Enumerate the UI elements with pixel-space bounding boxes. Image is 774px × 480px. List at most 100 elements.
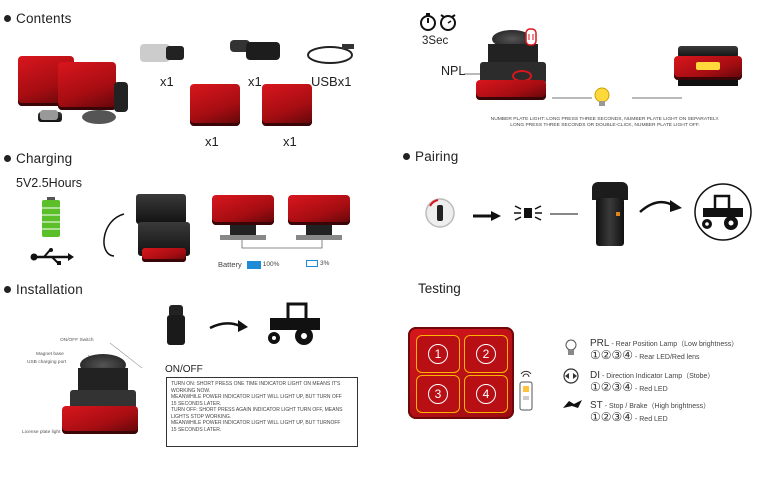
- callout-plate-light: License plate light: [22, 430, 61, 435]
- prl-bulb-icon: [564, 338, 578, 363]
- battery-full-icon: [246, 260, 261, 269]
- mode-row-prl: PRL - Rear Position Lamp（Low brightness）: [590, 333, 738, 351]
- arrow-right-icon: [473, 208, 501, 226]
- press-finger-icon: [524, 28, 538, 48]
- st-brake-icon: [562, 398, 584, 417]
- callout-onoff: ON/OFF Switch: [60, 338, 94, 343]
- battery-status-full: Battery 100%: [218, 260, 279, 269]
- contents-qty-5: x1: [283, 134, 297, 149]
- lamp-photo-left: [190, 84, 240, 126]
- connector-lines: [241, 240, 323, 249]
- di-indicator-icon: [562, 368, 580, 389]
- mode-note: （High brightness）: [647, 403, 711, 410]
- mode-row-di: DI - Direction Indicator Lamp（Stobe）: [590, 365, 714, 383]
- battery-low-icon: [306, 260, 318, 267]
- mode-seq-desc: - Rear LED/Red lens: [633, 354, 700, 361]
- npl-desc-line-1: NUMBER PLATE LIGHT: LONG PRESS THREE SEC…: [490, 117, 720, 122]
- timer-label: 3Sec: [422, 35, 449, 47]
- mode-seq-st: ①②③④ - Red LED: [590, 408, 668, 426]
- kit-photo: [18, 52, 138, 132]
- onoff-title: ON/OFF: [165, 364, 203, 375]
- mode-name: - Stop / Brake: [602, 403, 648, 410]
- receiver-photo: [226, 34, 282, 66]
- pad-number: 1: [428, 344, 448, 364]
- battery-low-pct: 3%: [320, 260, 330, 267]
- npl-connector-line: [552, 97, 682, 99]
- pad-number: 2: [476, 344, 496, 364]
- charging-photo: [96, 192, 196, 272]
- test-lamp-pad: 1 2 3 4: [408, 327, 514, 419]
- onoff-line: MEANWHILE POWER INDICATOR LIGHT WILL LIG…: [171, 394, 342, 400]
- battery-icon: [42, 197, 60, 237]
- mode-note: （Low brightness）: [677, 341, 739, 348]
- onoff-instructions: TURN ON: SHORT PRESS ONE TIME INDICATOR …: [166, 377, 358, 447]
- installation-lamp-photo: [60, 354, 142, 440]
- onoff-line: LIGHTS STOP WORKING.: [171, 413, 232, 420]
- onoff-line: TURN OFF: SHORT PRESS AGAIN INDICATOR LI…: [171, 407, 343, 413]
- battery-full-lamp: [212, 195, 282, 245]
- mode-code: DI: [590, 370, 600, 381]
- npl-desc-line-2: LONG PRESS THREE SECONDS OR DOUBLE-CLICK…: [510, 123, 700, 128]
- mode-seq-desc: - Red LED: [633, 386, 668, 393]
- tractor-icon: [264, 302, 324, 351]
- mode-seq-desc: - Red LED: [633, 416, 668, 423]
- mode-seq: ①②③④: [590, 348, 634, 362]
- curved-arrow-icon: [638, 196, 682, 221]
- onoff-line: MEANWHILE POWER INDICATOR LIGHT WILL LIG…: [171, 420, 341, 426]
- pad-segment-4: 4: [464, 375, 508, 413]
- mode-row-st: ST - Stop / Brake（High brightness）: [590, 395, 710, 413]
- mode-name: - Rear Position Lamp: [609, 341, 678, 348]
- callout-magnet: Magnet base: [36, 352, 64, 357]
- timer-icon: [419, 12, 459, 37]
- mode-name: - Direction Indicator Lamp: [600, 373, 683, 380]
- testing-heading: Testing: [418, 281, 461, 296]
- pad-segment-2: 2: [464, 335, 508, 373]
- mode-note: （Stobe）: [682, 373, 715, 380]
- mode-seq: ①②③④: [590, 410, 634, 424]
- charging-heading: Charging: [4, 151, 72, 166]
- arrow-icon: [208, 318, 248, 339]
- charging-spec: 5V2.5Hours: [16, 176, 83, 190]
- pad-number: 4: [476, 384, 496, 404]
- lamp-photo-right: [262, 84, 312, 126]
- tractor-circle-icon: [693, 182, 753, 247]
- pad-segment-1: 1: [416, 335, 460, 373]
- usb-icon: [30, 248, 74, 266]
- contents-qty-3: USBx1: [311, 74, 352, 89]
- callout-usb-port: USB charging port: [27, 360, 67, 365]
- pairing-receiver-photo: [590, 182, 630, 248]
- onoff-line: TURN ON: SHORT PRESS ONE TIME INDICATOR …: [171, 381, 341, 387]
- onoff-line: 15 SECONDS LATER.: [171, 426, 222, 433]
- mode-seq-prl: ①②③④ - Rear LED/Red lens: [590, 346, 700, 364]
- mode-seq-di: ①②③④ - Red LED: [590, 378, 668, 396]
- contents-qty-4: x1: [205, 134, 219, 149]
- pairing-dash: [550, 213, 578, 215]
- mode-code: PRL: [590, 338, 610, 349]
- test-remote-icon: [516, 368, 536, 412]
- npl-lit-lamp: [674, 46, 742, 94]
- contents-qty-2: x1: [248, 74, 262, 89]
- installation-heading: Installation: [4, 282, 83, 297]
- contents-qty-1: x1: [160, 74, 174, 89]
- npl-description: NUMBER PLATE LIGHT: LONG PRESS THREE SEC…: [480, 117, 730, 129]
- pad-number: 3: [428, 384, 448, 404]
- pad-segment-3: 3: [416, 375, 460, 413]
- battery-full-pct: 100%: [262, 261, 280, 268]
- receiver-icon: [165, 305, 187, 345]
- battery-low-lamp: [288, 195, 358, 245]
- pairing-heading: Pairing: [403, 149, 458, 164]
- mode-seq: ①②③④: [590, 380, 634, 394]
- contents-heading: Contents: [4, 11, 72, 26]
- onoff-line: 15 SECONDS LATER.: [171, 400, 222, 407]
- onoff-line: WORKING NOW.: [171, 387, 211, 394]
- npl-label: NPL: [441, 64, 466, 78]
- bulb-icon: [593, 84, 611, 115]
- battery-label: Battery: [218, 260, 242, 269]
- flashing-light-icon: [512, 204, 544, 227]
- usb-cable-photo: [302, 40, 358, 68]
- power-button-icon: [424, 197, 456, 234]
- battery-status-low: 3%: [306, 260, 329, 267]
- car-charger-photo: [138, 38, 186, 66]
- npl-lamp-photo: [472, 30, 552, 102]
- mode-code: ST: [590, 400, 603, 411]
